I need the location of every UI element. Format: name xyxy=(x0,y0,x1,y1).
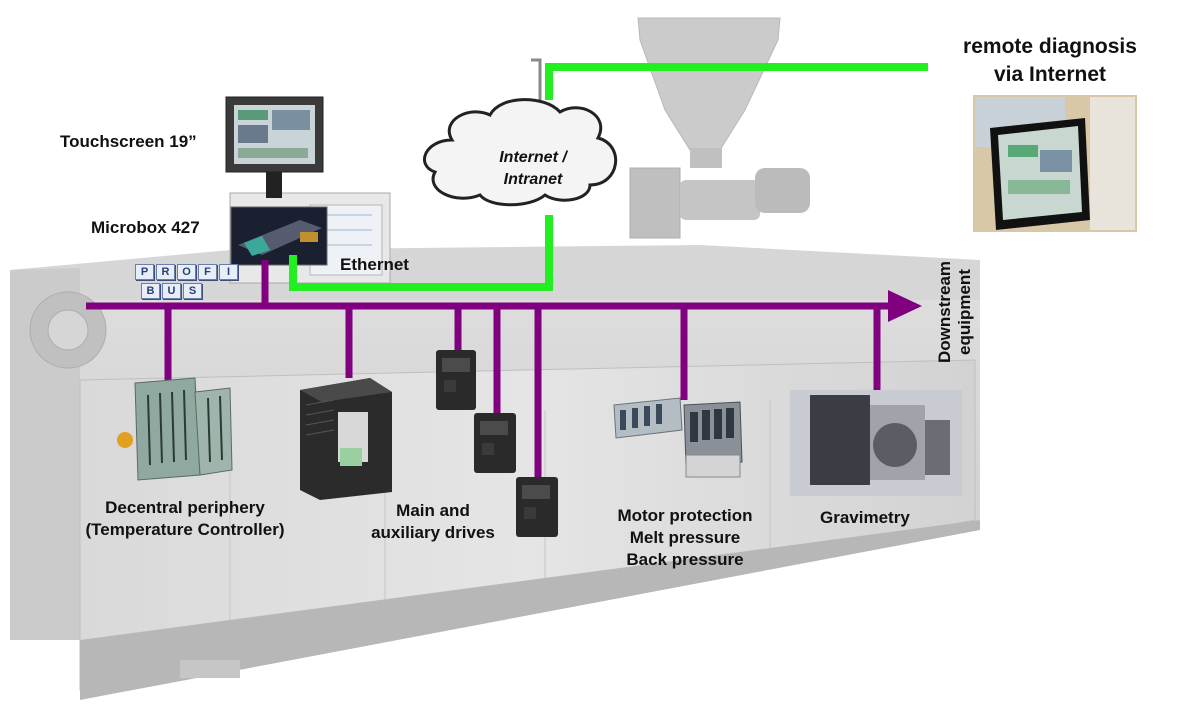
microbox-label: Microbox 427 xyxy=(91,218,200,237)
motor-line1: Motor protection xyxy=(617,506,753,525)
aux-drive-2 xyxy=(474,413,516,473)
cloud-label: Internet / Intranet xyxy=(478,147,588,191)
gravimetry-photo xyxy=(790,390,962,496)
motor-protection-label: Motor protection Melt pressure Back pres… xyxy=(600,505,770,571)
profibus-logo: P R O F I B U S xyxy=(127,264,238,302)
profibus-letter: R xyxy=(156,264,175,280)
microbox-device xyxy=(230,206,328,266)
profibus-letter: S xyxy=(183,283,202,299)
downstream-line2: equipment xyxy=(955,269,974,355)
decentral-periphery-module xyxy=(117,377,233,481)
aux-drive-3 xyxy=(516,477,558,537)
drives-label: Main and auxiliary drives xyxy=(358,500,508,544)
ethernet-label: Ethernet xyxy=(340,255,409,274)
drives-line2: auxiliary drives xyxy=(371,523,495,542)
motor-line2: Melt pressure xyxy=(629,528,741,547)
feed-unit xyxy=(629,167,681,239)
remote-diagnosis-line1: remote diagnosis xyxy=(963,35,1137,58)
profibus-line xyxy=(86,260,895,478)
hopper xyxy=(637,17,781,151)
remote-diagnosis-line2: via Internet xyxy=(993,63,1107,86)
gravimetry-label: Gravimetry xyxy=(820,508,910,527)
aux-drive-1 xyxy=(436,350,476,410)
touchscreen-label: Touchscreen 19” xyxy=(60,132,197,151)
motor-protection-modules xyxy=(613,397,743,478)
decentral-line1: Decentral periphery xyxy=(105,498,265,517)
touchscreen-monitor xyxy=(225,96,324,198)
internet-cloud xyxy=(423,98,617,207)
main-drive-unit xyxy=(300,378,392,500)
decentral-line2: (Temperature Controller) xyxy=(85,520,285,539)
remote-diagnosis-label: remote diagnosis via Internet xyxy=(930,33,1170,89)
ethernet-line xyxy=(289,63,928,291)
tablet-photo xyxy=(973,95,1137,232)
downstream-label: Downstream equipment xyxy=(935,252,975,372)
profibus-letter: O xyxy=(177,264,196,280)
hopper-neck xyxy=(690,148,722,168)
profibus-letter: I xyxy=(219,264,238,280)
profibus-letter: B xyxy=(141,283,160,299)
cloud-line2: Intranet xyxy=(503,171,563,188)
bus-arrow-head xyxy=(888,290,922,322)
drives-line1: Main and xyxy=(396,501,470,520)
decentral-periphery-label: Decentral periphery (Temperature Control… xyxy=(60,497,310,541)
profibus-letter: U xyxy=(162,283,181,299)
profibus-letter: F xyxy=(198,264,217,280)
downstream-line1: Downstream xyxy=(935,260,954,364)
motor-line3: Back pressure xyxy=(626,550,744,569)
profibus-letter: P xyxy=(135,264,154,280)
cloud-line1: Internet / xyxy=(499,149,567,166)
